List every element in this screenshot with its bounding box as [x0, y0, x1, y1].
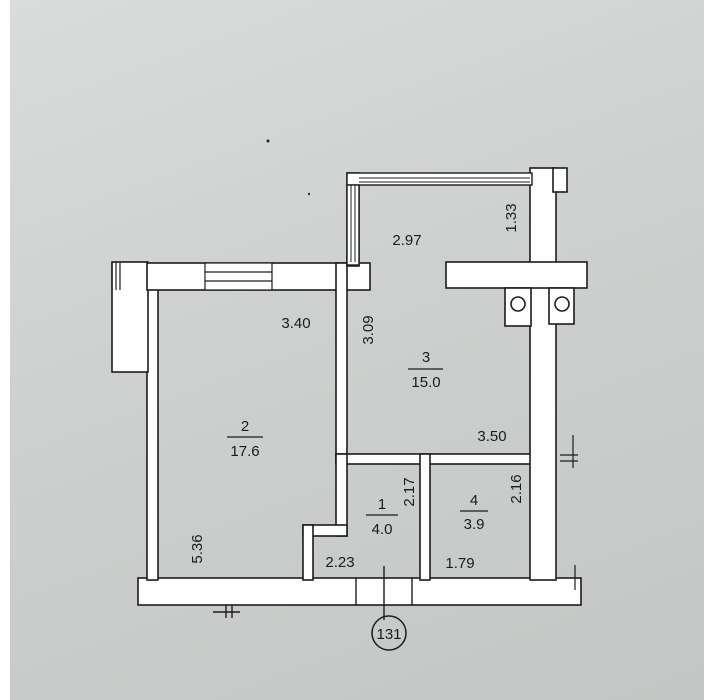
dim-room1-height: 2.17	[401, 477, 418, 506]
vent-block-2	[548, 287, 575, 325]
room4-area: 3.9	[464, 516, 485, 533]
wall-bottom	[137, 577, 582, 606]
vent-block-1	[504, 287, 532, 327]
dim-room3-bottom: 3.50	[477, 428, 506, 445]
left-margin	[0, 0, 10, 700]
dim-room3-left: 3.09	[360, 315, 377, 344]
apartment-number: 131	[376, 626, 401, 643]
right-margin	[704, 0, 712, 700]
dim-room1-width: 2.23	[325, 554, 354, 571]
wall-cross	[445, 261, 588, 289]
room1-area: 4.0	[372, 521, 393, 538]
wall-right	[529, 167, 557, 581]
wall-partition-2-3	[335, 262, 348, 464]
balcony-side-glass	[346, 184, 360, 266]
dim-balcony-depth: 1.33	[503, 203, 520, 232]
dim-room3-top: 2.97	[392, 232, 421, 249]
room4-number: 4	[470, 492, 478, 509]
room3-area: 15.0	[411, 374, 440, 391]
wall-room1-left	[335, 453, 348, 537]
wall-right-jamb	[552, 167, 568, 193]
vent-icon	[510, 296, 526, 312]
room3-number: 3	[422, 349, 430, 366]
dim-room2-height: 5.36	[189, 534, 206, 563]
apartment-number-circle	[371, 615, 407, 651]
room2-area: 17.6	[230, 443, 259, 460]
wall-partition-1-4	[419, 453, 431, 581]
room1-number: 1	[378, 496, 386, 513]
dim-room2-width: 3.40	[281, 315, 310, 332]
balcony-rail	[346, 172, 533, 186]
wall-left-stub	[111, 261, 149, 373]
wall-partition-3-bath	[335, 453, 533, 465]
dim-room4-height: 2.16	[508, 474, 525, 503]
dim-room4-width: 1.79	[445, 555, 474, 572]
wall-room1-notch-down	[302, 524, 314, 581]
vent-icon	[554, 296, 570, 312]
window-room2	[204, 262, 273, 291]
room2-number: 2	[241, 418, 249, 435]
